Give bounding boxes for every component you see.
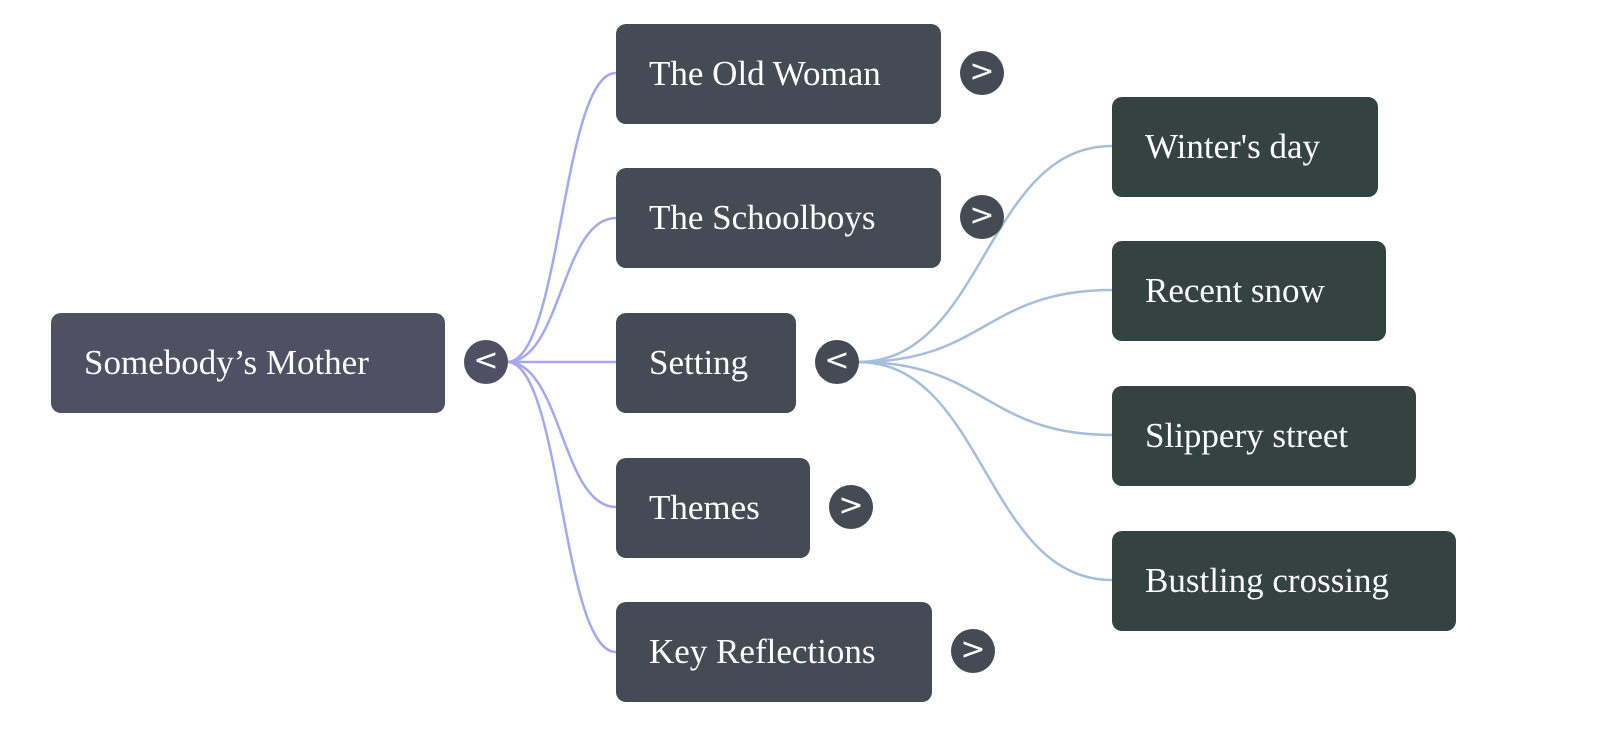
branch-node-key-reflections[interactable]: Key Reflections — [616, 602, 932, 702]
leaf-node-slippery-street[interactable]: Slippery street — [1112, 386, 1416, 486]
branch-node-themes[interactable]: Themes — [616, 458, 810, 558]
connector-root-branch-3 — [506, 360, 617, 509]
expand-toggle-key-reflections[interactable]: > — [951, 629, 995, 673]
connector-root-branch-0 — [506, 71, 617, 364]
collapse-toggle-root[interactable]: < — [464, 340, 508, 384]
expand-toggle-old-woman[interactable]: > — [960, 51, 1004, 95]
leaf-node-recent-snow[interactable]: Recent snow — [1112, 241, 1386, 341]
branch-node-schoolboys[interactable]: The Schoolboys — [616, 168, 941, 268]
connector-setting-leaf-0 — [857, 144, 1113, 364]
connector-setting-leaf-3 — [857, 360, 1113, 582]
expand-toggle-schoolboys[interactable]: > — [960, 195, 1004, 239]
leaf-node-bustling-crossing[interactable]: Bustling crossing — [1112, 531, 1456, 631]
leaf-node-winters-day[interactable]: Winter's day — [1112, 97, 1378, 197]
connector-setting-leaf-2 — [857, 360, 1113, 437]
collapse-toggle-setting[interactable]: < — [815, 340, 859, 384]
branch-node-old-woman[interactable]: The Old Woman — [616, 24, 941, 124]
root-node[interactable]: Somebody’s Mother — [51, 313, 445, 413]
connector-setting-leaf-1 — [857, 288, 1113, 364]
expand-toggle-themes[interactable]: > — [829, 485, 873, 529]
connector-root-branch-1 — [506, 216, 617, 364]
connector-root-branch-4 — [506, 360, 617, 654]
branch-node-setting[interactable]: Setting — [616, 313, 796, 413]
